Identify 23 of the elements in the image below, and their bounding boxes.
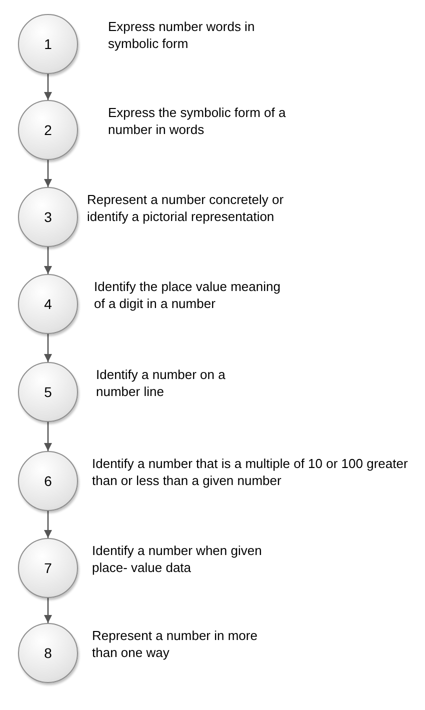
step-number: 4 (44, 296, 52, 312)
step-description: Identify a number that is a multiple of 10 or 100 greater than or less than a given number (92, 455, 409, 489)
step-description: Identify a number when given place- value data (92, 542, 263, 576)
arrow (44, 598, 52, 623)
arrow (44, 334, 52, 362)
step-description: Express the symbolic form of a number in words (108, 104, 287, 138)
arrow (44, 422, 52, 451)
arrow (44, 160, 52, 187)
step-number: 8 (44, 644, 52, 662)
step-number: 5 (44, 384, 52, 400)
arrow (44, 511, 52, 538)
step-number: 1 (44, 36, 52, 52)
step-number: 7 (44, 560, 52, 576)
arrow (44, 74, 52, 100)
step-number: 3 (44, 208, 52, 226)
step-description: Express number words in symbolic form (108, 18, 256, 52)
step-description: Represent a number concretely or identify a pictorial representation (87, 191, 285, 225)
step-description: Represent a number in more than one way (92, 627, 258, 661)
step-description: Identify a number on a number line (96, 366, 226, 400)
arrow (44, 247, 52, 274)
step-number: 2 (44, 122, 52, 138)
step-description: Identify the place value meaning of a digit in a number (94, 278, 282, 312)
step-number: 6 (44, 472, 52, 490)
